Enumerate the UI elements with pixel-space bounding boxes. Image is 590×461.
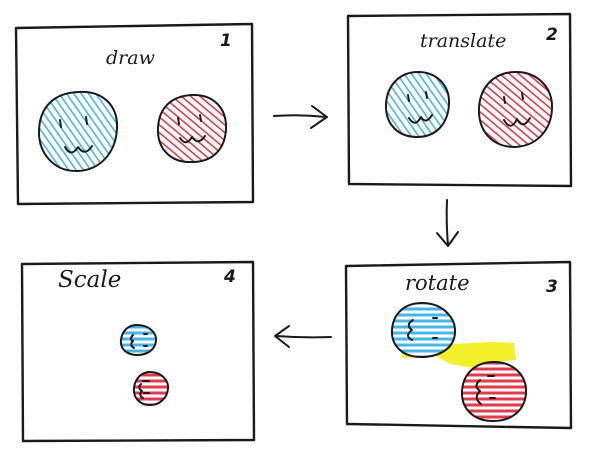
blue-face-translated-circle [384,70,451,139]
blue-face-translated-right-eye [425,91,428,99]
red-face-left-eye [177,117,180,125]
panel-scale-label: Scale [58,267,121,293]
panel-scale-number: 4 [223,267,236,287]
blue-face-mouth [64,145,93,154]
blue-face-translated [384,70,451,139]
arrow-left [274,325,332,348]
blue-face-circle [37,90,119,173]
blue-face-left-eye [59,119,62,128]
arrow-right [273,105,328,129]
red-face-translated-left-eye [503,96,506,104]
red-face [156,93,228,164]
blue-face-scaled-mouth [130,334,135,349]
blue-face-translated-left-eye [407,94,410,102]
blue-face-scaled-circle [119,323,158,357]
blue-face-translated-mouth [408,114,433,124]
panel-rotate-label: rotate [405,271,470,295]
panel-draw-number: 1 [220,31,232,51]
red-face-circle [156,93,228,164]
blue-face-rotated-circle [390,301,457,359]
red-face-rotated [460,360,528,423]
panel-rotate-number: 3 [546,277,558,297]
blue-face-scaled [119,323,158,357]
red-face-scaled-mouth [138,383,144,399]
panel-scale: Scale 4 [20,260,256,443]
panel-translate-number: 2 [546,25,558,45]
red-face-right-eye [199,114,202,122]
red-face-translated-circle [477,70,554,149]
panel-draw-label: draw [106,47,155,69]
red-face-translated-right-eye [521,92,524,100]
red-face-scaled [132,370,170,407]
arrow-down [436,199,459,247]
red-face-rotated-circle [460,360,528,423]
panel-draw: draw 1 [14,22,255,206]
red-face-translated-mouth [503,117,531,127]
panel-translate-label: translate [420,30,506,52]
blue-face-rotated-mouth [407,319,414,341]
blue-face [37,90,119,173]
red-face-mouth [179,135,206,144]
panel-rotate: rotate 3 [344,260,573,430]
blue-face-right-eye [85,116,88,125]
blue-face-rotated [390,301,457,359]
panel-translate: translate 2 [346,12,573,188]
red-face-rotated-mouth [475,379,482,405]
red-face-translated [477,70,554,149]
